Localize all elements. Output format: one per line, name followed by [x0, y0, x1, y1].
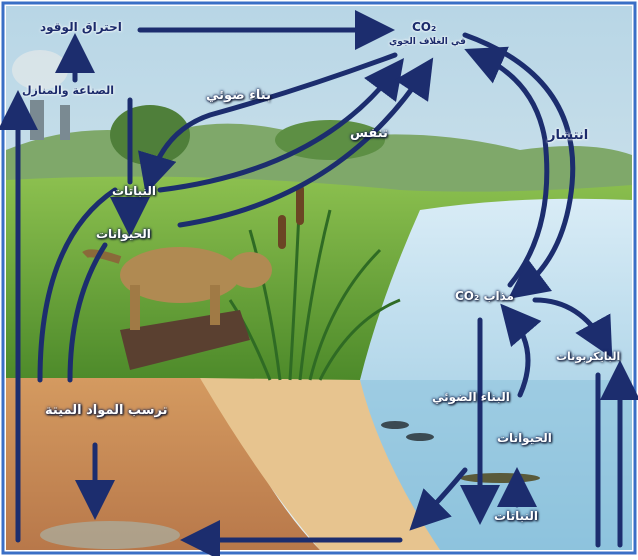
cattail [278, 215, 286, 249]
fish [406, 433, 434, 441]
label-plants-land: النباتات [112, 184, 156, 198]
label-industry-homes: الصناعة والمنازل [22, 84, 114, 97]
label-dissolved-co2: CO₂ مذاب [455, 289, 514, 303]
chimney [30, 100, 44, 140]
cattail [296, 185, 304, 225]
label-fuel-burning: احتراق الوقود [40, 20, 122, 34]
fish [381, 421, 409, 429]
label-respiration: تنفس [350, 126, 388, 141]
chimney [60, 105, 70, 140]
fish-large [460, 473, 540, 483]
label-animals-land: الحيوانات [96, 227, 151, 241]
label-photosynthesis-top: بناء ضوئي [206, 88, 271, 103]
label-co2-atmosphere: CO₂ [412, 20, 436, 34]
label-bicarbonates: البايكربونات [556, 350, 620, 363]
label-dead-matter-deposit: ترسب المواد الميتة [45, 403, 167, 418]
label-diffusion: انتشار [548, 128, 588, 143]
label-plants-water: النباتات [494, 509, 538, 523]
label-photosynthesis-water: البناء الضوئي [432, 390, 510, 404]
sediment [40, 521, 180, 549]
label-animals-water: الحيوانات [497, 431, 552, 445]
label-co2-atmosphere-text: في الغلاف الجوي [389, 37, 466, 47]
